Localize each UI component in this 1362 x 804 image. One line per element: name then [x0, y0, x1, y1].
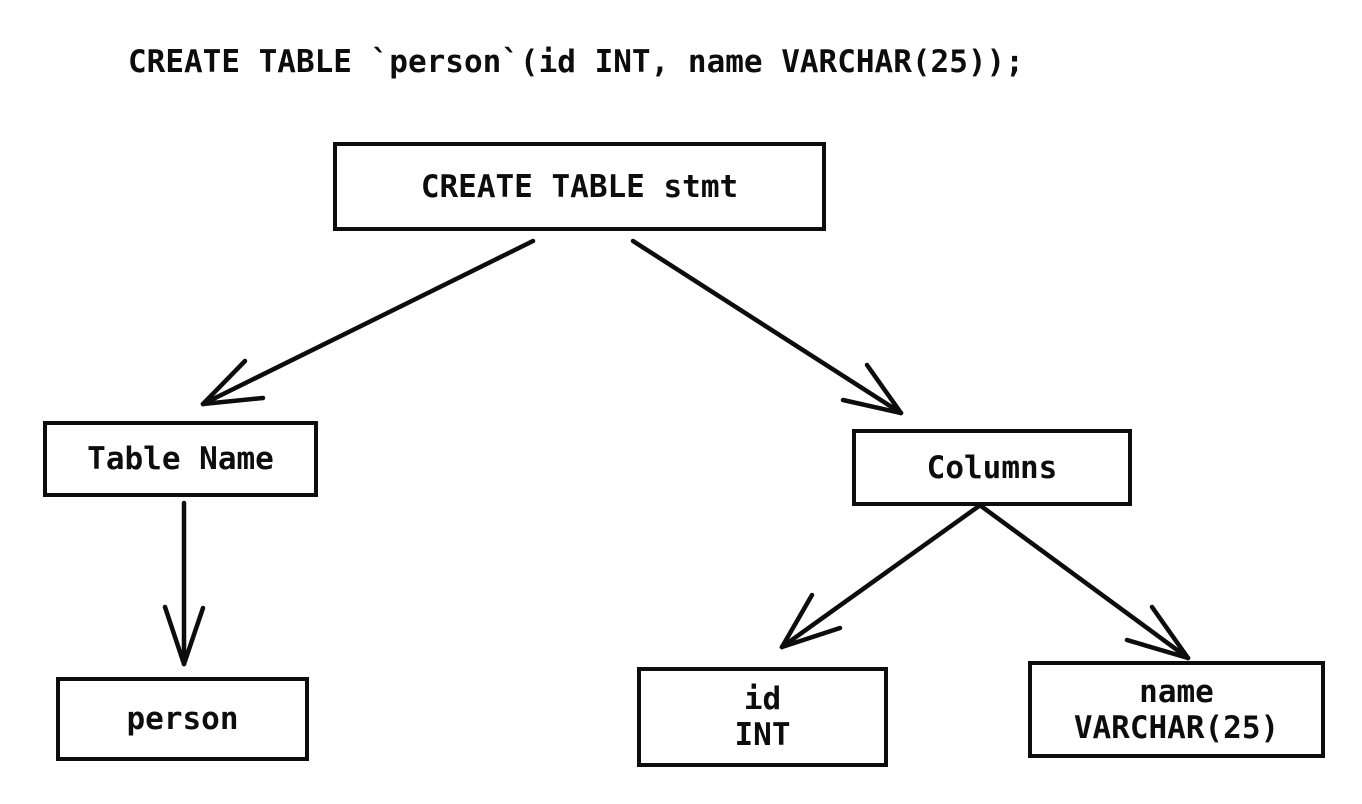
- node-id-int-line1: id: [743, 681, 782, 717]
- sql-statement-text: CREATE TABLE `person`(id INT, name VARCH…: [128, 44, 1024, 80]
- edge-columns-to-name: [978, 503, 1191, 661]
- node-table-name: Table Name: [43, 421, 318, 497]
- edge-columns-to-id: [779, 503, 982, 650]
- node-id-int: id INT: [637, 667, 888, 767]
- node-table-name-label: Table Name: [87, 441, 274, 477]
- node-name-varchar: name VARCHAR(25): [1028, 661, 1325, 758]
- node-create-table-stmt: CREATE TABLE stmt: [333, 142, 826, 231]
- node-name-varchar-line1: name: [1139, 673, 1214, 710]
- node-columns-label: Columns: [926, 449, 1058, 486]
- edge-table-name-to-person: [162, 500, 206, 667]
- node-id-int-line2: INT: [734, 717, 791, 753]
- edge-stmt-to-columns: [630, 238, 904, 416]
- node-name-varchar-line2: VARCHAR(25): [1073, 709, 1280, 746]
- node-columns: Columns: [852, 429, 1132, 506]
- edge-stmt-to-table-name: [200, 238, 536, 407]
- node-person: person: [56, 677, 309, 761]
- node-create-table-stmt-label: CREATE TABLE stmt: [420, 168, 739, 205]
- node-person-label: person: [126, 701, 239, 737]
